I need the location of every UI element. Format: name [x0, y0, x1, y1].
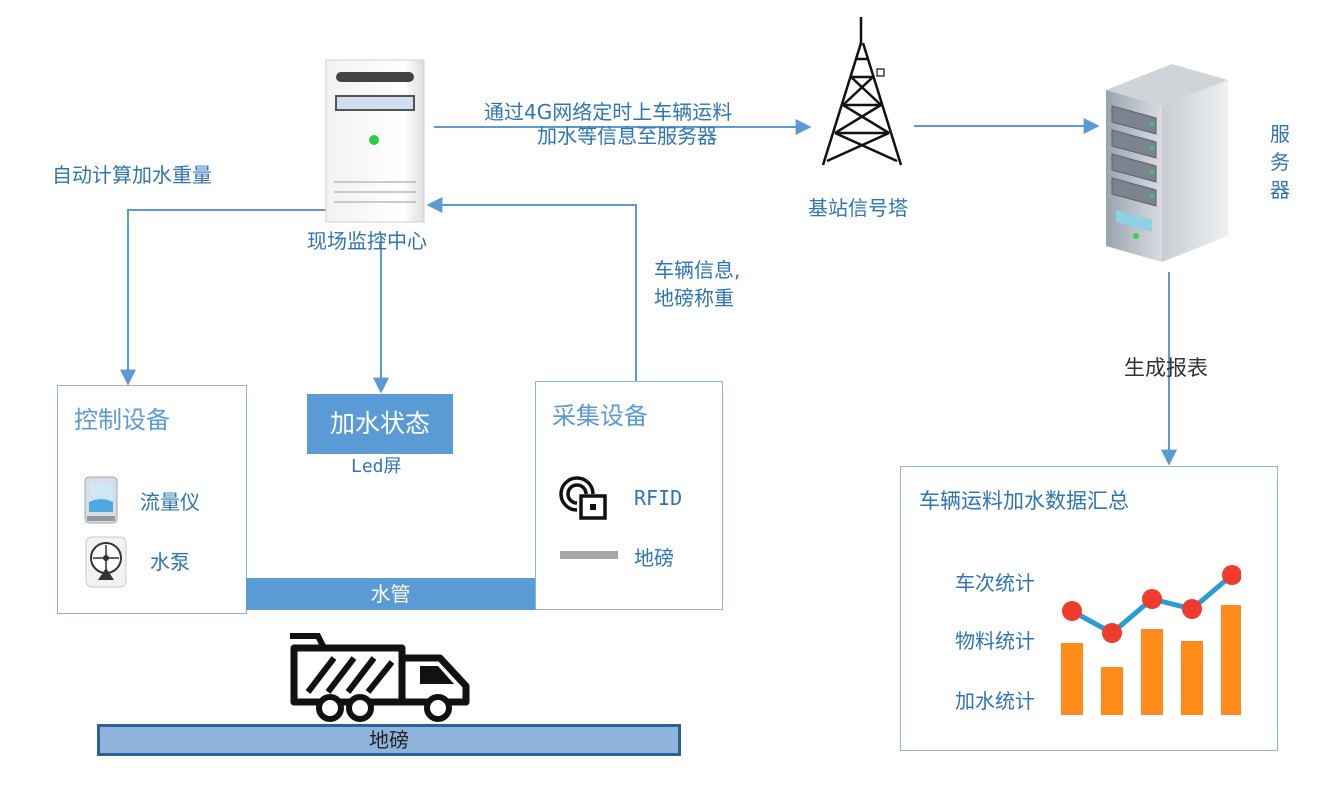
control-item-label: 水泵: [150, 550, 190, 574]
water-pipe: 水管: [246, 578, 535, 610]
summary-box: 车辆运料加水数据汇总 车次统计 物料统计 加水统计: [900, 466, 1278, 751]
signal-tower-icon: [821, 17, 903, 166]
collect-box-title: 采集设备: [552, 402, 648, 430]
truck-scale: 地磅: [97, 724, 681, 756]
collect-device-box: 采集设备 RFID 地磅: [535, 381, 723, 610]
auto-calc-label: 自动计算加水重量: [52, 163, 212, 187]
control-box-title: 控制设备: [74, 406, 170, 434]
scale-bar-icon: [560, 551, 618, 559]
server-icon: [1106, 64, 1228, 262]
report-label: 生成报表: [1124, 356, 1208, 380]
water-pump-icon: [85, 536, 127, 588]
vehicle-info-label: 车辆信息, 地磅称重: [654, 256, 740, 312]
control-device-box: 控制设备 流量仪 水泵: [57, 385, 247, 614]
vehicle-info-line1: 车辆信息,: [654, 258, 741, 282]
summary-item-label: 加水统计: [955, 689, 1035, 713]
arrow-monitor-to-control: [120, 209, 326, 386]
uplink-line2: 加水等信息至服务器: [537, 124, 718, 148]
uplink-label: 通过4G网络定时上车辆运料 加水等信息至服务器: [484, 100, 732, 148]
summary-item-label: 车次统计: [955, 571, 1035, 595]
monitor-label: 现场监控中心: [307, 229, 427, 253]
arrow-collect-to-monitor: [426, 197, 637, 382]
server-label-char: 器: [1270, 178, 1290, 202]
dump-truck-icon: [290, 633, 470, 722]
summary-box-title: 车辆运料加水数据汇总: [919, 489, 1129, 513]
collect-item-label: RFID: [634, 486, 683, 510]
rfid-icon: [559, 476, 607, 520]
control-item-label: 流量仪: [140, 490, 200, 514]
summary-chart-icon: [1061, 565, 1241, 715]
vehicle-info-line2: 地磅称重: [654, 286, 734, 310]
summary-item-label: 物料统计: [955, 629, 1035, 653]
led-status-display: 加水状态: [307, 394, 453, 454]
tower-label: 基站信号塔: [808, 196, 908, 220]
uplink-line1: 通过4G网络定时上车辆运料: [484, 100, 733, 124]
server-label-char: 务: [1270, 150, 1290, 174]
led-caption: Led屏: [351, 456, 402, 477]
flowmeter-icon: [84, 476, 118, 524]
collect-item-label: 地磅: [634, 546, 674, 570]
monitor-computer-icon: [325, 59, 425, 223]
server-label: 服 务 器: [1270, 120, 1290, 204]
server-label-char: 服: [1270, 122, 1290, 146]
